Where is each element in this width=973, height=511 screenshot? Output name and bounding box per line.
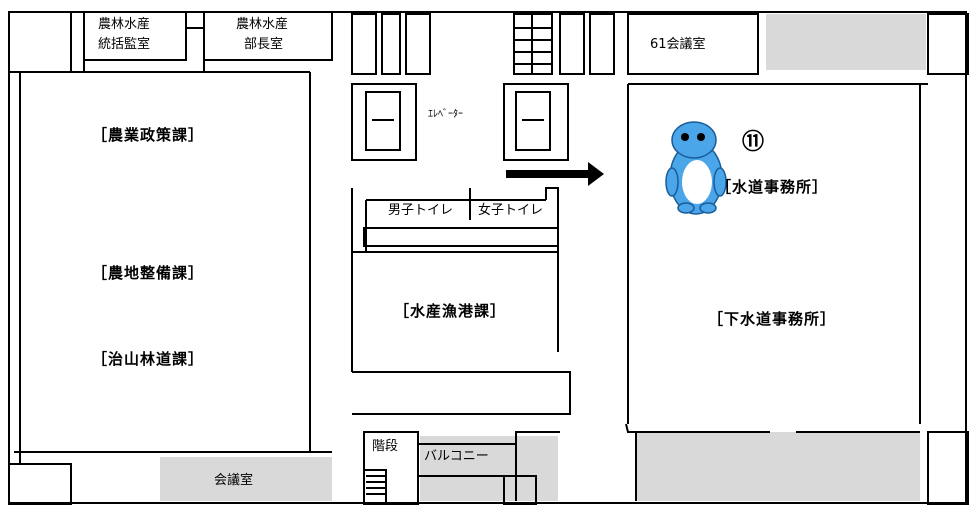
head-room-label-line1: 農林水産 [236,17,289,32]
walls [8,11,969,505]
agri-land-division-label: ［農地整備課］ [92,264,205,282]
forest-road-division-label: ［治山林道課］ [92,350,205,368]
shaded-area-meeting-room [160,457,332,501]
meeting-room-61-label: 61会議室 [650,37,706,52]
stairs-icon [366,14,552,495]
shaded-area-balcony [420,436,558,501]
shaded-area-bottom-right [636,432,920,501]
arrow-right-icon [506,162,604,186]
balcony-label: バルコニー [424,449,489,464]
stairs-label: 階段 [372,439,399,454]
waterworks-office-label: ［水道事務所］ [716,178,829,196]
meeting-room-label: 会議室 [214,473,254,488]
mens-toilet-label: 男子トイレ [388,203,454,218]
director-room-label-line1: 農林水産 [98,17,151,32]
elevator-label: ｴﾚﾍﾞｰﾀｰ [428,109,463,120]
director-room-label-line2: 統括監室 [98,37,151,52]
location-number-badge: ⑪ [742,130,765,155]
mascot-icon [665,121,727,215]
fisheries-port-division-label: ［水産漁港課］ [394,302,507,320]
head-room-label-line2: 部長室 [244,37,284,52]
womens-toilet-label: 女子トイレ [478,203,544,218]
shaded-area-top-right [766,14,926,70]
agri-policy-division-label: ［農業政策課］ [92,126,205,144]
sewerage-office-label: ［下水道事務所］ [708,310,837,328]
